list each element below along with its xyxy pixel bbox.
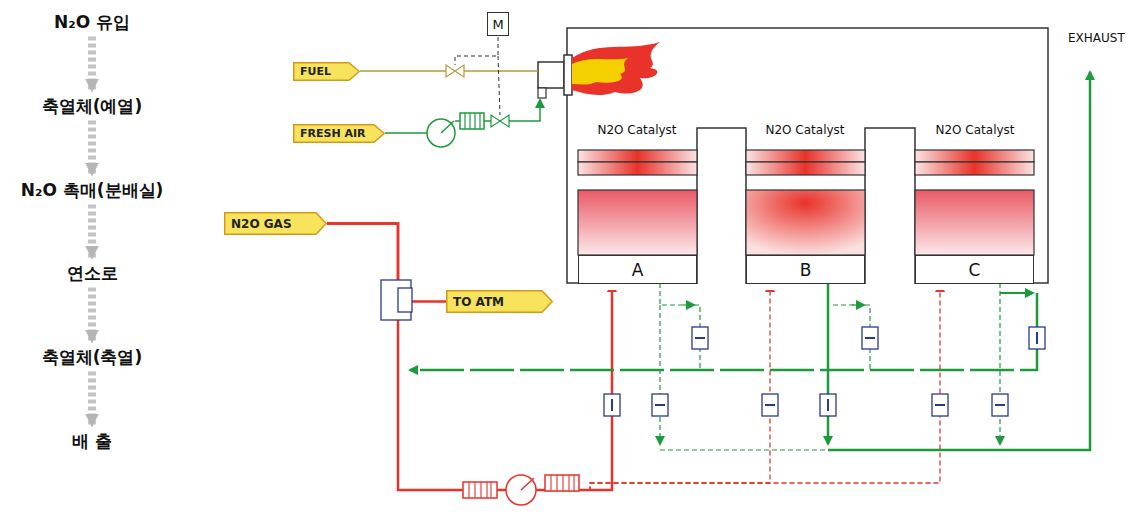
catalyst-label: N2O Catalyst [935, 123, 1014, 137]
bed-box: C [915, 255, 1034, 284]
node-text: TO ATM [453, 295, 504, 309]
flow-step: 축열체(예열) [42, 95, 143, 118]
valve-symbol [820, 394, 836, 416]
flow-step: N₂O 촉매(분배실) [21, 179, 164, 202]
node-text: B [800, 260, 812, 280]
stream-tag: FUEL [293, 62, 360, 81]
valve-symbol [692, 327, 708, 349]
valve-symbol [862, 327, 878, 349]
catalyst-label: N2O Catalyst [597, 123, 676, 137]
stream-tag: FRESH AIR [293, 124, 385, 143]
flow-step: 배 출 [72, 430, 112, 453]
stream-tag: N2O GAS [224, 212, 327, 235]
node-text: 축열체(예열) [42, 96, 143, 116]
node-text: N₂O 촉매(분배실) [21, 180, 164, 200]
node-text: N₂O 유입 [54, 12, 130, 32]
valve-symbol [1029, 327, 1045, 349]
stream-tag: TO ATM [446, 290, 553, 313]
node-text: FRESH AIR [300, 127, 366, 140]
valve-symbol [992, 394, 1008, 416]
flow-arrow [88, 205, 96, 258]
catalyst-label: N2O Catalyst [765, 123, 844, 137]
node-text: FUEL [300, 65, 331, 78]
node-text: N2O GAS [231, 217, 292, 231]
valve-symbol [932, 394, 948, 416]
flow-arrow [88, 288, 96, 342]
valve-symbol [652, 394, 668, 416]
node-text: M [492, 17, 503, 32]
bed-box: A [578, 255, 697, 284]
flow-step: 연소로 [67, 262, 118, 285]
node-text: A [632, 260, 644, 280]
node-text: 배 출 [72, 431, 112, 451]
bed-box: B [746, 255, 865, 284]
valve-symbol [604, 394, 620, 416]
node-text: 축열체(축열) [42, 347, 143, 367]
flow-arrow [88, 37, 96, 91]
node-text: C [969, 260, 981, 280]
flow-step: 축열체(축열) [42, 346, 143, 369]
flow-step: N₂O 유입 [54, 11, 130, 34]
motor-box: M [487, 12, 509, 36]
node-text: 연소로 [67, 263, 118, 283]
valve-symbol [762, 394, 778, 416]
exhaust-label: EXHAUST [1068, 31, 1125, 45]
flow-arrow [88, 372, 96, 426]
flow-arrow [88, 121, 96, 175]
